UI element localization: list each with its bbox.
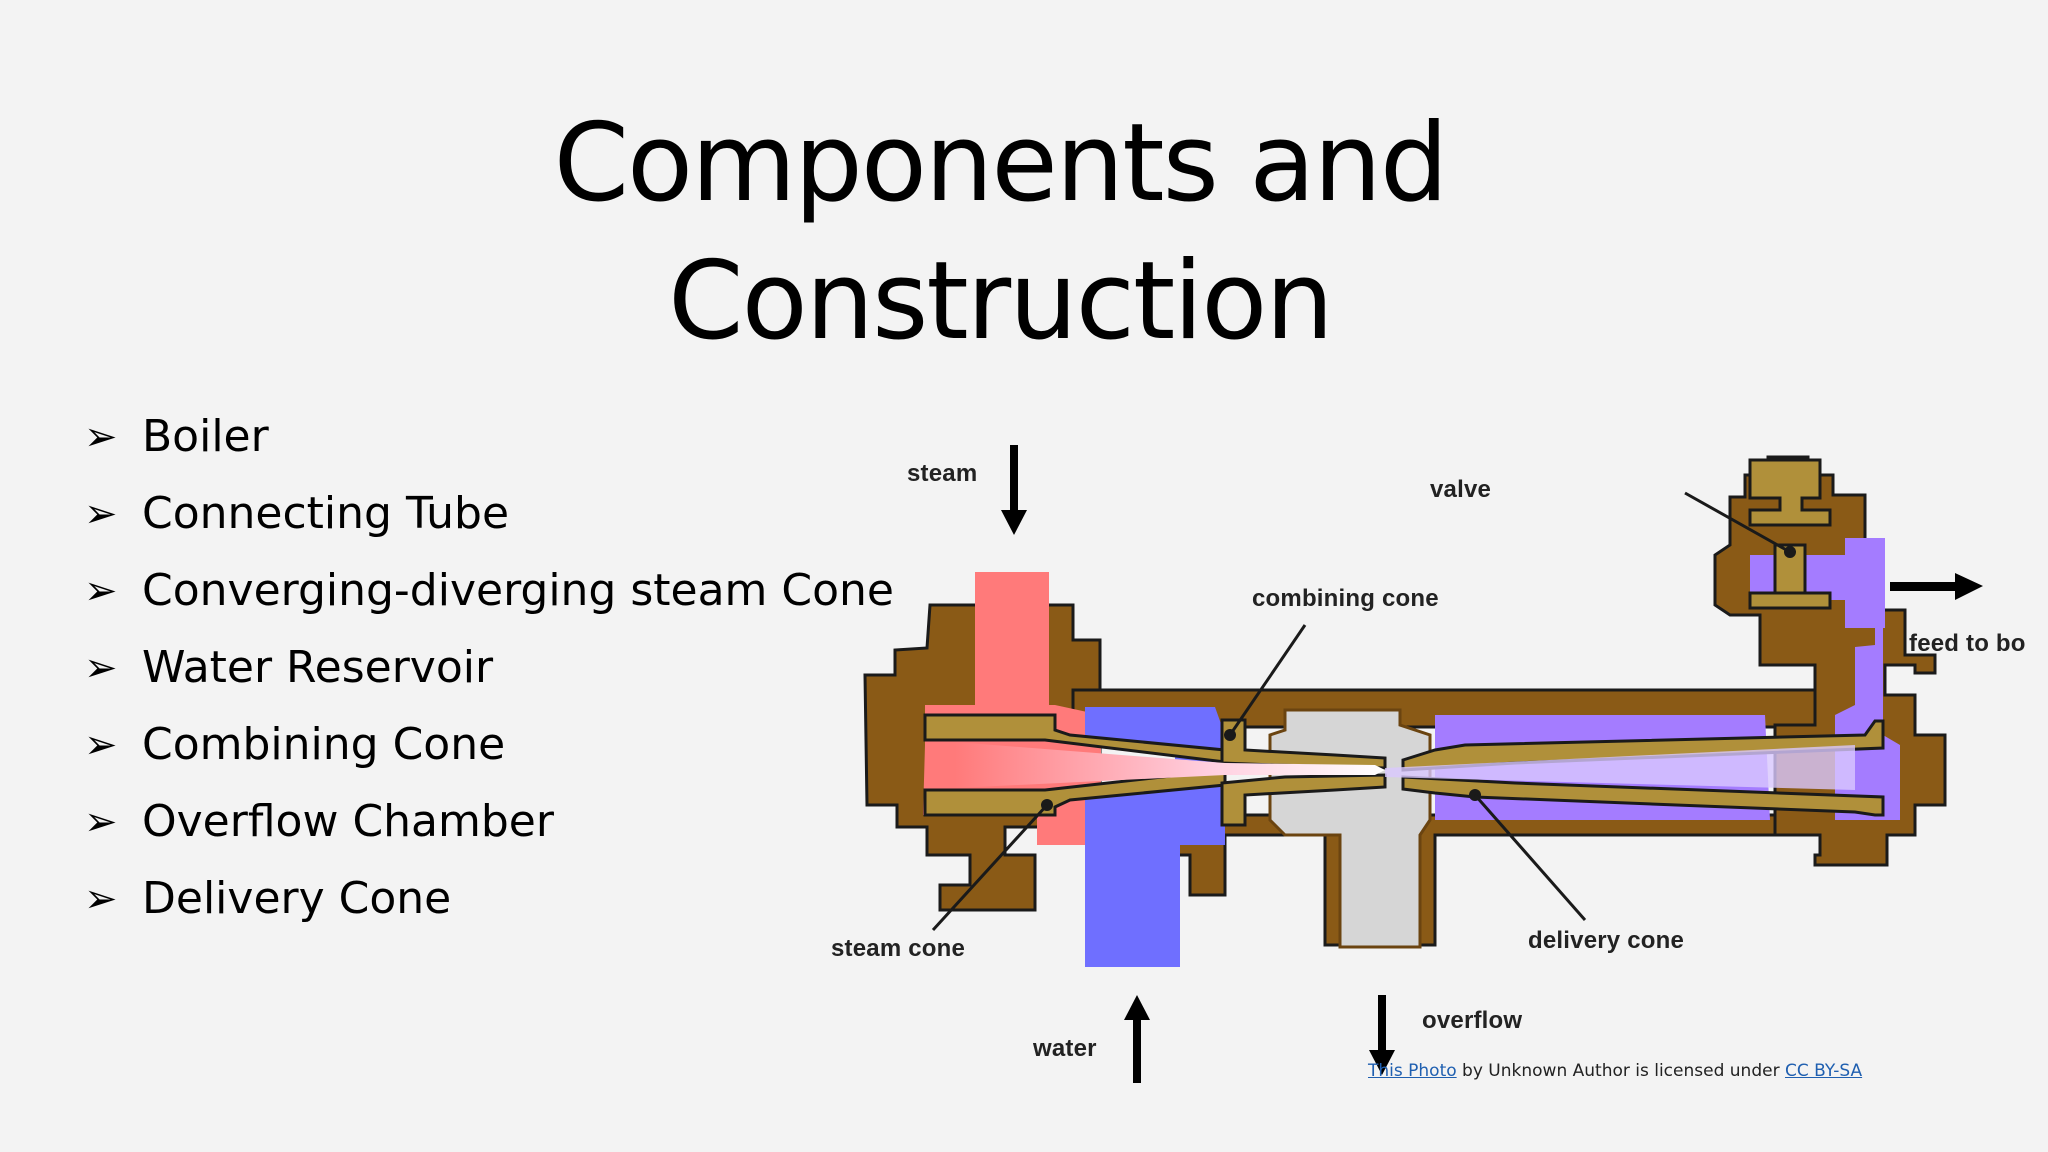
arrow-bullet-icon: ➢ (84, 875, 118, 922)
flow-arrows (1001, 445, 1983, 1083)
list-item: ➢ Connecting Tube (84, 475, 894, 552)
bullet-text: Connecting Tube (142, 488, 510, 539)
injector-diagram: steam valve combining cone feed to bo st… (815, 415, 2048, 1100)
delivery-outlet (1845, 538, 1885, 628)
list-item: ➢ Boiler (84, 398, 894, 475)
slide-title: Components and Construction (460, 95, 1540, 371)
steam-cone-lower (923, 768, 1227, 817)
valve-seat (1748, 591, 1832, 610)
bullet-text: Water Reservoir (142, 642, 494, 693)
steam-jet (955, 742, 1385, 788)
label-steam-cone: steam cone (831, 935, 966, 962)
photo-credit: This Photo by Unknown Author is licensed… (1368, 1061, 1862, 1081)
bullet-text: Overflow Chamber (142, 796, 554, 847)
combined-jet (1385, 745, 1855, 790)
arrow-bullet-icon: ➢ (84, 721, 118, 768)
list-item: ➢ Delivery Cone (84, 860, 894, 937)
label-valve: valve (1430, 476, 1492, 503)
label-feed: feed to bo (1909, 630, 2026, 657)
water-arrow-icon (1124, 995, 1150, 1083)
label-overflow: overflow (1422, 1007, 1523, 1034)
valve-leader (1684, 491, 1791, 554)
list-item: ➢ Combining Cone (84, 706, 894, 783)
valve-body (1748, 458, 1832, 527)
combining-cone-lower (1220, 773, 1387, 827)
label-steam: steam (907, 460, 978, 487)
steam-cone-leader (931, 803, 1049, 932)
photo-link[interactable]: This Photo (1368, 1061, 1457, 1081)
component-list: ➢ Boiler ➢ Connecting Tube ➢ Converging-div… (84, 398, 894, 937)
arrow-bullet-icon: ➢ (84, 413, 118, 460)
arrow-bullet-icon: ➢ (84, 490, 118, 537)
delivery-cone-leader (1473, 794, 1587, 921)
title-line-2: Construction (668, 239, 1334, 364)
steam-arrow-icon (1001, 445, 1027, 535)
list-item: ➢ Overflow Chamber (84, 783, 894, 860)
steam-inlet (975, 572, 1049, 712)
list-item: ➢ Converging-diverging steam Cone (84, 552, 894, 629)
label-combining-cone: combining cone (1252, 585, 1439, 612)
bullet-text: Delivery Cone (142, 873, 452, 924)
label-water: water (1033, 1035, 1097, 1062)
credit-text: by Unknown Author is licensed under (1456, 1061, 1785, 1081)
combining-cone-leader (1228, 624, 1307, 736)
title-line-1: Components and (553, 101, 1449, 226)
label-delivery-cone: delivery cone (1528, 927, 1685, 954)
bullet-text: Converging-diverging steam Cone (142, 565, 894, 616)
injector-diagram-svg (863, 445, 1983, 1083)
leader-lines (931, 491, 1791, 932)
arrow-bullet-icon: ➢ (84, 644, 118, 691)
overflow-arrow-icon (1369, 995, 1395, 1075)
overflow-chamber (1268, 708, 1432, 949)
arrow-bullet-icon: ➢ (84, 567, 118, 614)
delivery-cone-lower (1401, 775, 1885, 817)
arrow-bullet-icon: ➢ (84, 798, 118, 845)
feed-arrow-icon (1890, 573, 1983, 600)
bullet-text: Combining Cone (142, 719, 506, 770)
bullet-text: Boiler (142, 411, 269, 462)
license-link[interactable]: CC BY-SA (1784, 1061, 1863, 1081)
list-item: ➢ Water Reservoir (84, 629, 894, 706)
